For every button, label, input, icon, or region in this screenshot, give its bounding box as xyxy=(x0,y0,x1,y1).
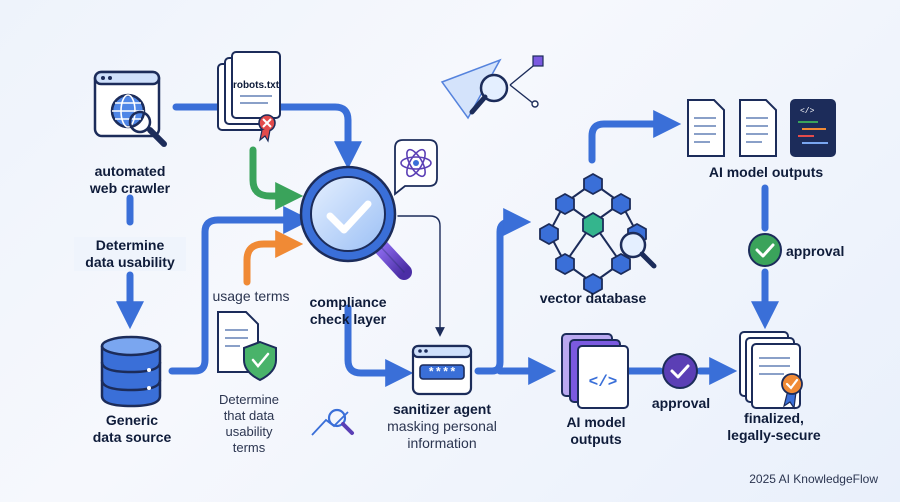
footer-credit: 2025 AI KnowledgeFlow xyxy=(749,472,878,486)
check-badge-icon xyxy=(748,233,782,267)
data-source-label: Generic data source xyxy=(92,412,172,445)
certified-document-icon xyxy=(739,331,803,410)
check-badge-icon xyxy=(662,353,698,389)
approval-right-label: approval xyxy=(786,243,845,259)
document-shield-icon xyxy=(217,311,277,382)
vector-database-label: vector database xyxy=(539,290,647,306)
svg-text:</>: </> xyxy=(800,107,815,116)
determine-usability-label: Determine data usability xyxy=(74,237,186,271)
robots-file-label: robots.txt xyxy=(233,80,280,91)
document-icon xyxy=(687,99,725,157)
code-file-icon: </> xyxy=(561,333,629,409)
code-file-icon: </> xyxy=(790,99,836,157)
approval-bottom-label: approval xyxy=(651,395,711,411)
svg-text:</>: </> xyxy=(589,373,618,391)
finalized-label: finalized, legally-secure xyxy=(727,410,821,443)
password-field-icon: **** xyxy=(411,344,473,396)
crawler-label: automated web crawler xyxy=(89,163,171,196)
connector-arrows xyxy=(116,103,779,387)
document-icon xyxy=(739,99,777,157)
mask-text: **** xyxy=(428,366,457,380)
ai-outputs-top-label: AI model outputs xyxy=(708,164,824,180)
prism-icon xyxy=(440,55,544,120)
robots-file-icon xyxy=(217,51,281,143)
cube-network-icon xyxy=(539,172,657,296)
ai-outputs-bottom-label: AI model outputs xyxy=(566,414,626,447)
compliance-label: compliance check layer xyxy=(309,294,387,327)
usage-terms-label: usage terms xyxy=(212,288,290,304)
atom-icon xyxy=(394,139,438,196)
determine-terms-label: Determine that data usability terms xyxy=(219,392,279,455)
database-icon xyxy=(100,335,162,408)
magnifier-check-icon xyxy=(299,165,412,280)
analytics-magnifier-icon xyxy=(311,408,354,436)
browser-globe-icon xyxy=(93,70,161,138)
magnifier-icon xyxy=(128,110,167,147)
sanitizer-label: sanitizer agent masking personal informa… xyxy=(387,401,497,451)
